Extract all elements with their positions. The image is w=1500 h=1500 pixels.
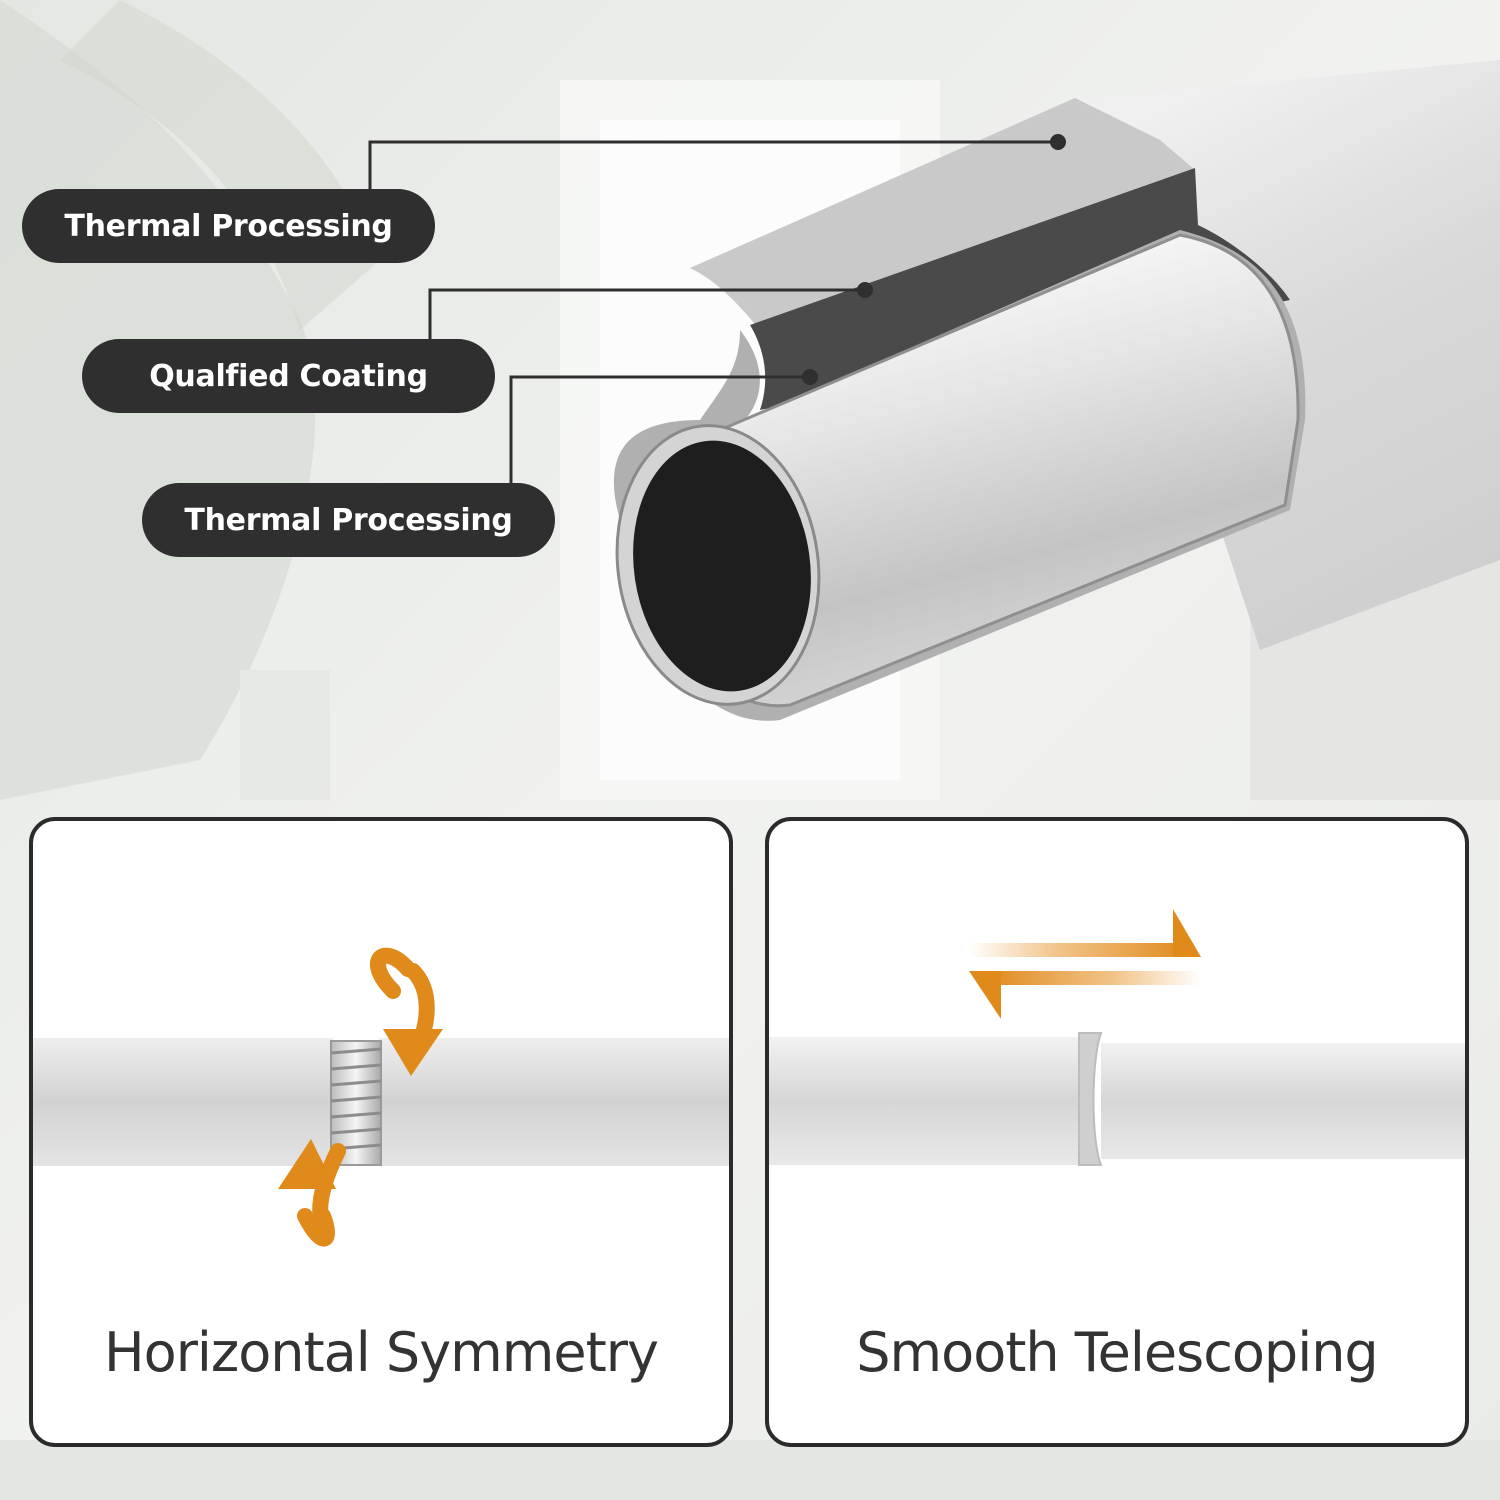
feature-caption: Horizontal Symmetry xyxy=(104,1321,659,1384)
feature-caption: Smooth Telescoping xyxy=(856,1321,1378,1384)
callout-qualified-coating: Qualfied Coating xyxy=(82,339,495,413)
rod-right xyxy=(379,1038,729,1166)
coating-layer xyxy=(750,168,1290,410)
callout-dot xyxy=(857,282,873,298)
telescoping-rod-illustration xyxy=(769,909,1465,1166)
rod-left xyxy=(33,1038,333,1166)
callout-label-text: Thermal Processing xyxy=(64,208,393,244)
outer-layer xyxy=(690,98,1195,330)
callout-dot xyxy=(802,369,818,385)
telescope-arrows-icon xyxy=(969,909,1201,1019)
callout-dot xyxy=(1050,134,1066,150)
callout-label-text: Thermal Processing xyxy=(184,502,513,538)
callout-leader-lines xyxy=(368,140,1058,485)
callout-thermal-processing-bottom: Thermal Processing xyxy=(142,483,555,557)
inner-rod xyxy=(1101,1043,1465,1159)
rod-joint-collar xyxy=(1078,1032,1103,1166)
tube-cutaway-illustration xyxy=(368,60,1500,721)
callout-thermal-processing-top: Thermal Processing xyxy=(22,189,435,263)
outer-rod xyxy=(769,1037,1087,1165)
threaded-rod-illustration xyxy=(33,947,729,1247)
callout-label-text: Qualfied Coating xyxy=(149,358,428,394)
feature-panel-smooth-telescoping: Smooth Telescoping xyxy=(765,817,1469,1447)
feature-panel-horizontal-symmetry: Horizontal Symmetry xyxy=(29,817,733,1447)
